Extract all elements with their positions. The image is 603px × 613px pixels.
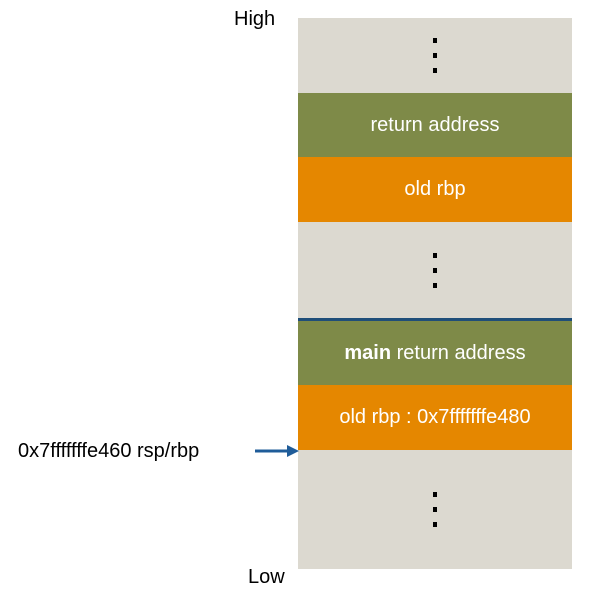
vertical-ellipsis-icon <box>433 38 437 73</box>
return-address-text: return address <box>391 341 526 364</box>
main-return-address-label: main return address <box>344 342 525 365</box>
vertical-ellipsis-icon <box>433 252 437 288</box>
return-address-frame: return address <box>298 93 572 157</box>
main-return-address-frame: main return address <box>298 321 572 385</box>
old-rbp-value-label: old rbp : 0x7fffffffe480 <box>339 406 531 428</box>
stack-diagram: return address old rbp main return addre… <box>298 18 572 569</box>
old-rbp-frame: old rbp <box>298 157 572 222</box>
vertical-ellipsis-icon <box>433 492 437 527</box>
rsp-rbp-address-label: 0x7fffffffe460 rsp/rbp <box>18 440 200 462</box>
high-label: High <box>234 8 276 30</box>
pointer-arrow-icon <box>255 445 299 457</box>
main-keyword: main <box>344 341 392 364</box>
stack-ellipsis-top <box>298 18 572 93</box>
old-rbp-value-frame: old rbp : 0x7fffffffe480 <box>298 385 572 450</box>
frame-divider <box>298 318 572 321</box>
stack-ellipsis-middle <box>298 222 572 318</box>
stack-ellipsis-bottom <box>298 450 572 569</box>
low-label: Low <box>248 566 285 588</box>
return-address-label: return address <box>370 113 500 136</box>
old-rbp-label: old rbp <box>404 178 466 200</box>
